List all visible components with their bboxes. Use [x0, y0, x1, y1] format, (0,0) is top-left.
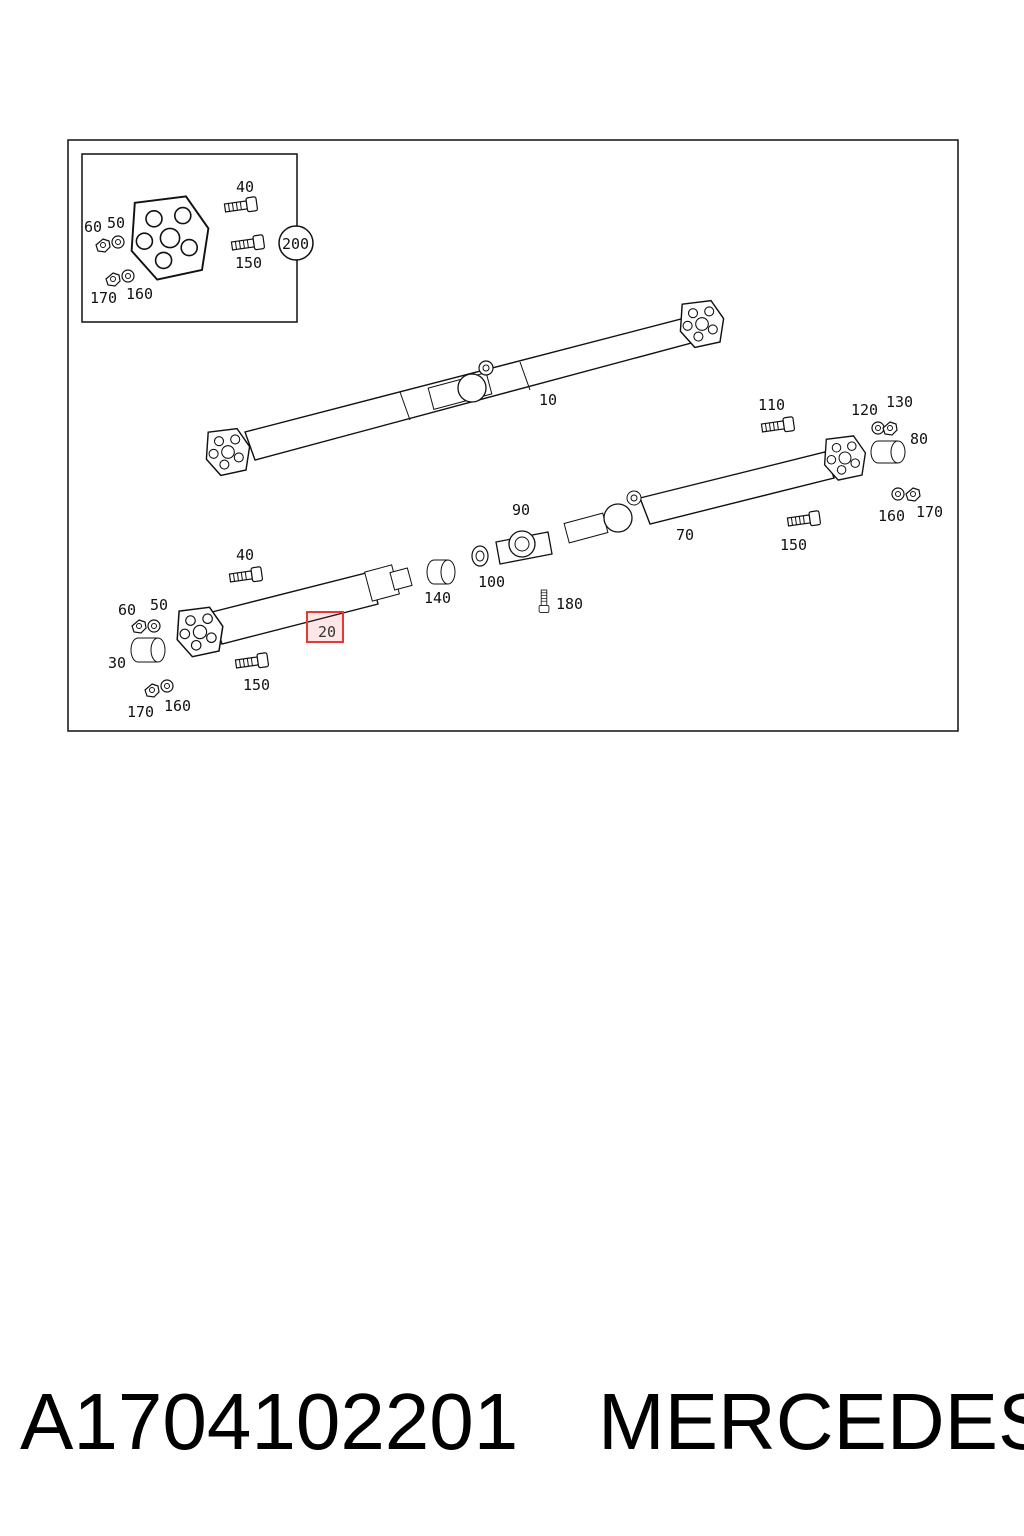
- label-120: 120: [851, 401, 878, 419]
- label-130: 130: [886, 393, 913, 411]
- label-160b: 160: [878, 507, 905, 525]
- label-150c: 150: [243, 676, 270, 694]
- label-30: 30: [108, 654, 126, 672]
- label-150b: 150: [780, 536, 807, 554]
- label-110: 110: [758, 396, 785, 414]
- callout-200: 200: [278, 225, 314, 261]
- label-100: 100: [478, 573, 505, 591]
- brand-name: MERCEDES: [598, 1377, 1024, 1466]
- label-40b: 40: [236, 546, 254, 564]
- label-60b: 60: [118, 601, 136, 619]
- label-90: 90: [512, 501, 530, 519]
- label-80: 80: [910, 430, 928, 448]
- centre-bearing-group: 90 100 140 180: [424, 501, 583, 613]
- detail-label-60: 60: [84, 218, 102, 236]
- label-170b: 170: [916, 503, 943, 521]
- detail-label-50: 50: [107, 214, 125, 232]
- detail-label-40: 40: [236, 178, 254, 196]
- shaft-70-label: 70: [676, 526, 694, 544]
- label-140: 140: [424, 589, 451, 607]
- propeller-shaft-20: 20 40 60 50 30 150 170 160: [108, 546, 413, 721]
- callout-200-label: 200: [282, 235, 309, 253]
- detail-label-150: 150: [235, 254, 262, 272]
- part-number: A1704102201: [20, 1377, 519, 1466]
- diagram-frame: [67, 139, 959, 732]
- shaft-10-label: 10: [539, 391, 557, 409]
- label-50b: 50: [150, 596, 168, 614]
- label-170c: 170: [127, 703, 154, 721]
- propeller-shaft-10: 10: [205, 299, 725, 477]
- part-20-highlight[interactable]: [306, 611, 344, 643]
- label-160c: 160: [164, 697, 191, 715]
- shaft-20-label: 20: [318, 623, 336, 641]
- detail-label-160: 160: [126, 285, 153, 303]
- detail-label-170: 170: [90, 289, 117, 307]
- flexible-disc-detail: 40 60 50 150 170 160: [81, 153, 298, 323]
- label-180: 180: [556, 595, 583, 613]
- propeller-shaft-70: 70 110 120 130 80 150 160 170: [563, 393, 943, 554]
